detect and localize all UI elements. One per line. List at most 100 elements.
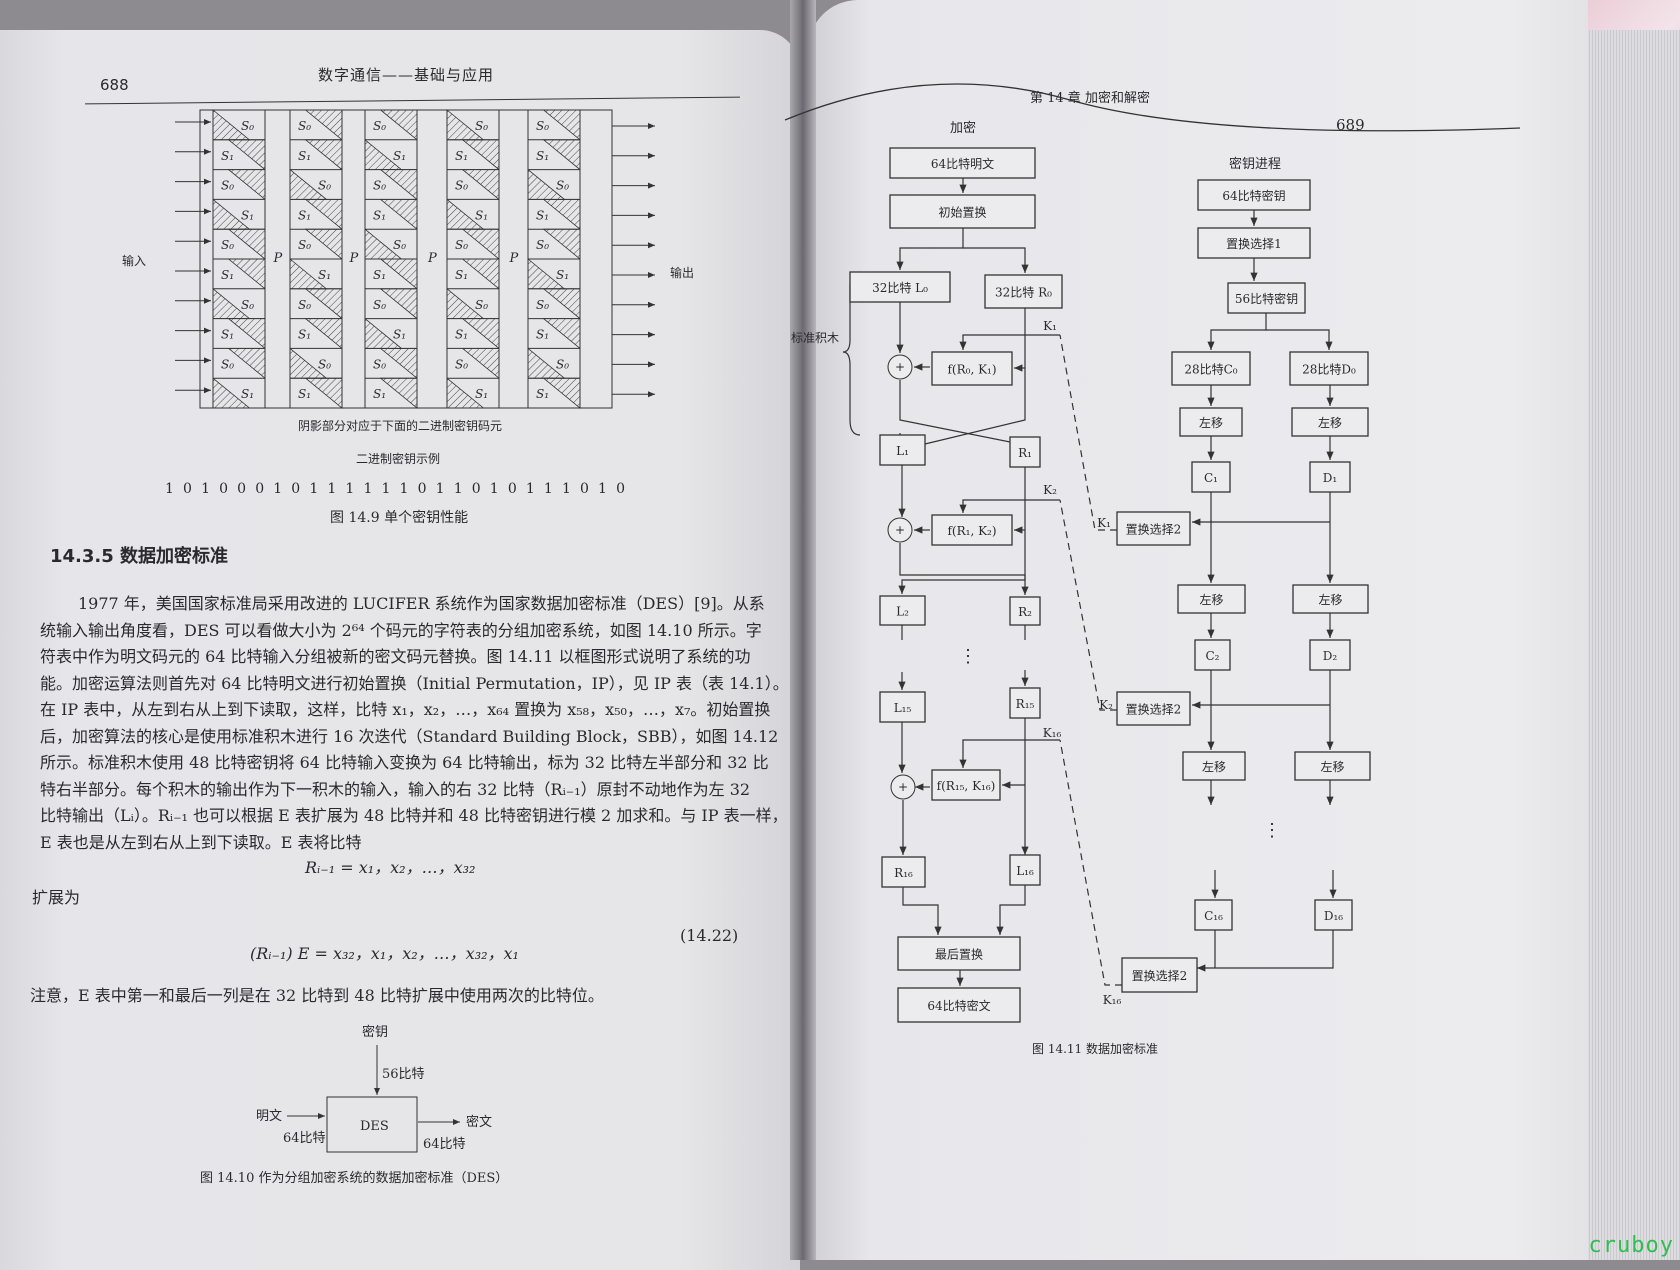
hatched-key-bit [379,169,418,201]
c0-box [1171,351,1251,386]
shift-c-3-label: 左移 [1202,759,1226,774]
sbox-label: S₁ [298,149,311,163]
initial-perm-box [889,194,1036,229]
sbox-label: S₀ [475,298,488,312]
k1-dashed [1059,334,1117,531]
r1-box-label: R₁ [1018,446,1032,460]
final-perm-box [897,936,1021,971]
sbox-label: S₀ [298,119,311,133]
r2-box-label: R₂ [1018,605,1032,619]
sbox-label: S₁ [536,208,549,222]
c16-box [1194,899,1233,931]
pc2-box-1 [1116,511,1191,546]
c1-box-label: C₁ [1204,471,1218,485]
l2-box [879,595,926,626]
sbox-label: S₀ [298,238,311,252]
xor-1-symbol: + [895,360,905,374]
paragraph-line: E 表也是从左到右从上到下读取。E 表将比特 [40,832,362,852]
ciphertext-label: 密文 [466,1114,492,1130]
sbox-label: S₁ [298,208,311,222]
r0-cross [899,308,1026,451]
k1-in [959,334,1060,350]
paragraph-line: 1977 年，美国国家标准局采用改进的 LUCIFER 系统作为国家数据加密标准… [78,594,765,613]
sbox-label: S₀ [536,298,549,312]
initial-perm-box-label: 初始置换 [938,206,986,220]
permutation-label: P [427,251,437,266]
hatched-key-bit [304,377,343,409]
pc1-box [1197,227,1311,259]
xor-2-symbol: + [895,523,905,537]
paragraph-line: 统输入输出角度看，DES 可以看做大小为 2⁶⁴ 个码元的字符表的分组加密系统，… [40,620,762,640]
r16-box-label: R₁₆ [894,866,913,880]
f16-box-label: f(R₁₅, K₁₆) [937,779,996,793]
sbox-label: S₁ [536,387,549,401]
fig-14-11-caption: 图 14.11 数据加密标准 [1032,1041,1158,1056]
l0-box [849,271,951,303]
k1-label: K₁ [1043,319,1057,333]
note-line: 注意，E 表中第一和最后一列是在 32 比特到 48 比特扩展中使用两次的比特位… [30,986,604,1005]
pc2-k1-label: K₁ [1097,516,1111,530]
sbox-label: S₀ [318,179,331,193]
sbox-label: S₀ [373,119,386,133]
sbb-label: 标准积木 [791,331,839,345]
l16-box-label: L₁₆ [1016,864,1034,878]
fig-14-9-caption: 图 14.9 单个密钥性能 [330,509,468,526]
pc2-box-16 [1121,957,1198,993]
d16-box [1314,899,1353,931]
l15-box [879,691,926,723]
r2-box [1009,596,1041,626]
shift-c-1 [1179,407,1243,437]
r16-to-final [902,887,942,935]
figure-14-10: 密钥 56比特 DES 明文 64比特 密文 64比特 图 14.10 作为分组… [200,1024,508,1186]
hatched-key-bit [461,318,500,350]
shift-d-3-label: 左移 [1320,759,1344,774]
c16-box-label: C₁₆ [1204,909,1223,923]
sbox-label: S₀ [241,119,254,133]
xor-16-symbol: + [898,780,908,794]
vdots-right: ⋮ [1263,820,1281,841]
key-bits: 1 0 1 0 0 0 1 0 1 1 1 1 1 1 0 1 1 0 1 0 … [165,481,625,497]
l1-box-label: L₁ [896,444,909,458]
sbox-label: S₁ [373,387,386,401]
l0-box-label: 32比特 L₀ [872,280,928,295]
hatched-key-bit [227,347,266,380]
left-running-title: 数字通信——基础与应用 [318,66,495,84]
d1-box-label: D₁ [1323,471,1337,485]
sbox-label: S₀ [373,179,386,193]
paragraph-line: 符表中作为明文码元的 64 比特输入分组被新的密文码元替换。图 14.11 以框… [40,647,751,666]
pc2-box-1-label: 置换选择2 [1126,523,1182,537]
formula-e: (Rᵢ₋₁) E = x₃₂，x₁，x₂，…，x₃₂，x₁ [250,944,519,963]
d0-box-label: 28比特D₀ [1302,362,1356,377]
paragraph-line: 后，加密算法的核心是使用标准积木进行 16 次迭代（Standard Build… [40,726,779,746]
k2-in [959,499,1060,513]
hatched-key-bit [304,228,343,260]
l15-box-label: L₁₅ [894,701,912,715]
des-box-label: DES [360,1119,389,1134]
l16-box [1009,854,1041,886]
ciphertext-box [897,987,1021,1023]
hatched-key-bit [227,258,266,290]
hatched-key-bit [227,169,266,201]
sbox-label: S₀ [221,238,234,252]
sbox-label: S₁ [221,149,234,163]
formula-r: Rᵢ₋₁ = x₁，x₂，…，x₃₂ [305,858,476,877]
sbox-label: S₀ [318,357,331,371]
sbox-label: S₀ [221,179,234,193]
sbox-label: S₁ [556,268,569,282]
shift-d-3 [1294,751,1371,781]
sbox-label: S₁ [536,328,549,342]
sbox-label: S₀ [221,357,234,371]
f2-box [931,514,1013,546]
sbox-label: S₁ [393,149,406,163]
hatched-key-bit [542,288,581,320]
split-left [896,228,964,270]
hatched-key-bit [379,198,418,231]
shift-c-2 [1177,584,1246,614]
key64-box-label: 64比特密钥 [1222,188,1285,203]
des-box [326,1096,418,1153]
sbox-label: S₀ [536,119,549,133]
watermark: cruboy [1588,1233,1674,1258]
final-perm-box-label: 最后置换 [935,948,983,962]
l2-box-label: L₂ [896,605,909,619]
hatched-key-bit [304,109,343,141]
